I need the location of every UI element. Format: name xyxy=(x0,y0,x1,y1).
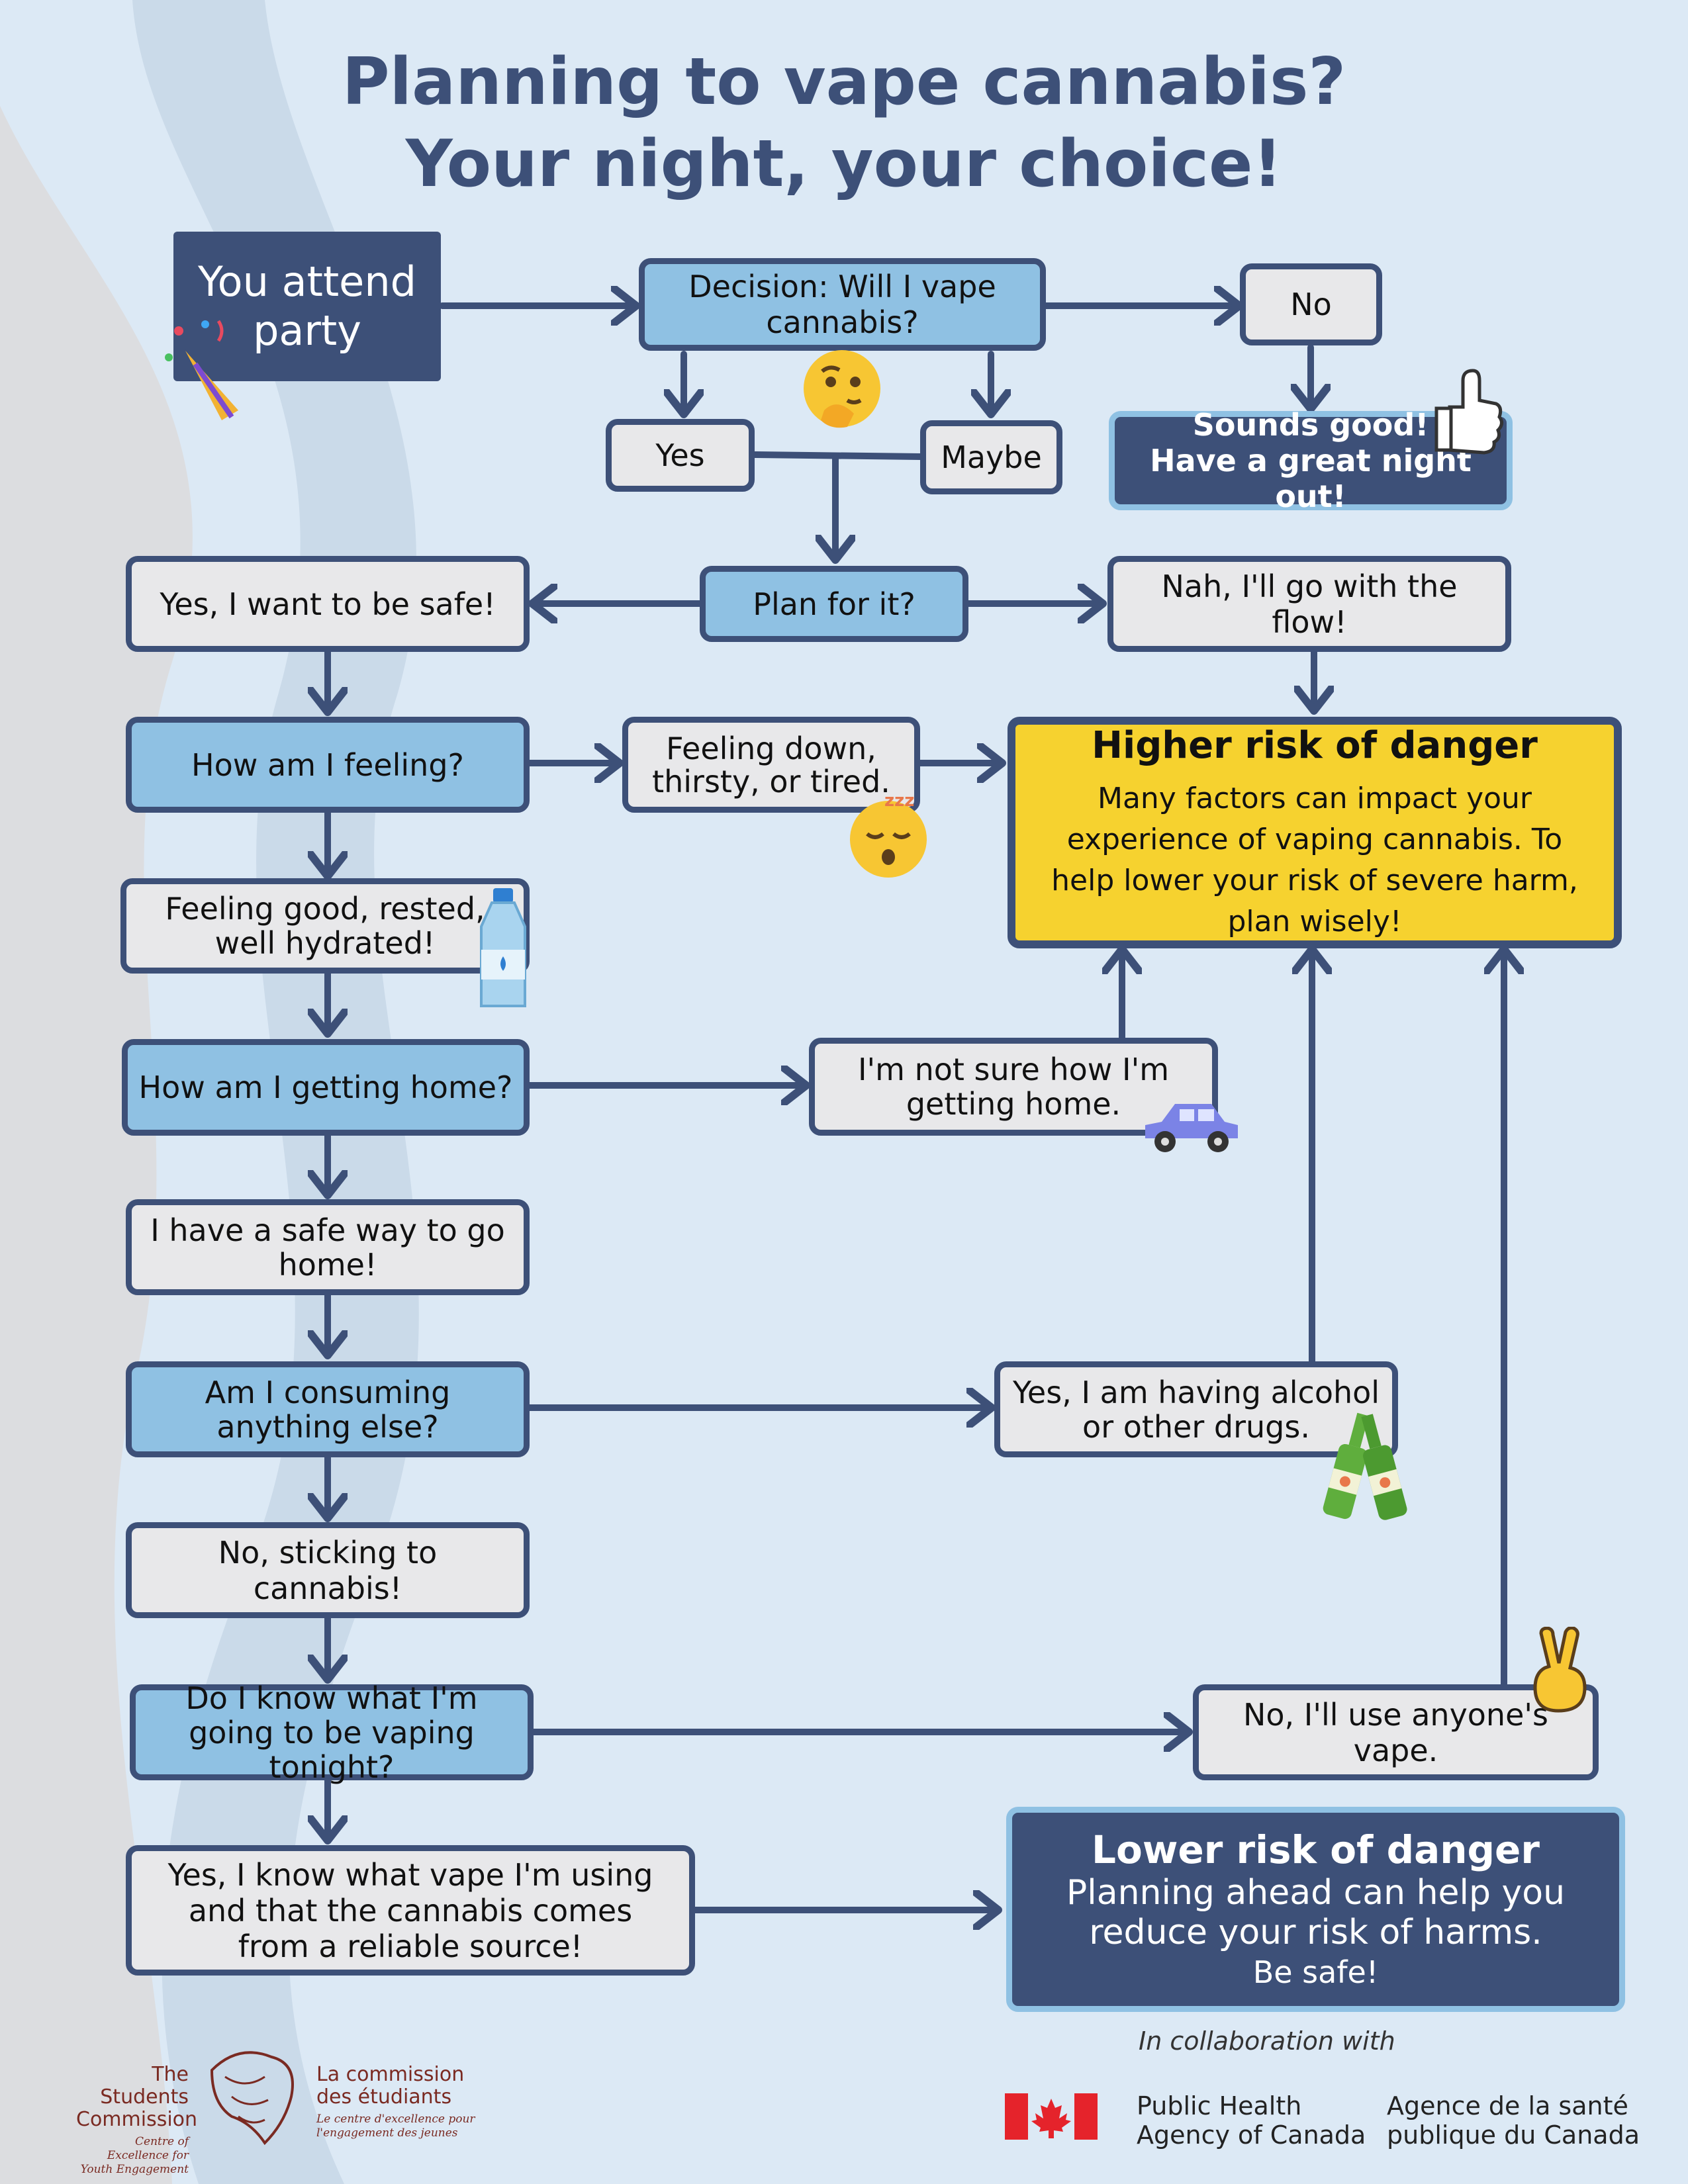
sounds-good-line-1: Sounds good! xyxy=(1192,407,1429,443)
question-know-vape: Do I know what I'm going to be vaping to… xyxy=(130,1681,534,1784)
higher-risk-heading: Higher risk of danger xyxy=(1092,724,1538,767)
option-maybe: Maybe xyxy=(920,420,1062,494)
node-know-vape-yes: Yes, I know what vape I'm using and that… xyxy=(126,1845,695,1976)
decision-node-plan: Plan for it? xyxy=(700,566,968,642)
question-getting-home: How am I getting home? xyxy=(122,1039,530,1136)
students-commission-fr: La commission des étudiants Le centre d'… xyxy=(316,2063,475,2140)
option-no: No xyxy=(1240,263,1382,345)
lower-risk-heading: Lower risk of danger xyxy=(1092,1827,1540,1872)
start-node-attend-party: You attend party xyxy=(173,232,441,381)
collab-label: In collaboration with xyxy=(1139,2026,1395,2056)
students-commission-en: The Students Commission Centre of Excell… xyxy=(76,2063,198,2177)
party-popper-icon xyxy=(165,320,238,420)
lower-risk-body: Planning ahead can help you reduce your … xyxy=(1066,1873,1566,1952)
page-title-line-2: Your night, your choice! xyxy=(405,126,1283,202)
decision-node-vape: Decision: Will I vape cannabis? xyxy=(639,258,1046,351)
node-safe-way-home: I have a safe way to go home! xyxy=(126,1199,530,1295)
water-bottle-icon xyxy=(480,888,526,1007)
node-sticking-cannabis: No, sticking to cannabis! xyxy=(126,1522,530,1618)
students-commission-logo-icon xyxy=(210,2051,294,2146)
outcome-sounds-good: Sounds good! Have a great night out! xyxy=(1109,407,1513,514)
car-icon xyxy=(1145,1104,1238,1152)
thumbs-up-icon xyxy=(1434,369,1503,455)
node-not-sure-home: I'm not sure how I'm getting home. xyxy=(809,1038,1218,1136)
question-consuming: Am I consuming anything else? xyxy=(126,1361,530,1457)
node-go-with-flow: Nah, I'll go with the flow! xyxy=(1107,556,1511,652)
phac-name-en: Public Health Agency of Canada xyxy=(1137,2091,1366,2150)
peace-hand-icon xyxy=(1533,1627,1587,1713)
node-want-safe: Yes, I want to be safe! xyxy=(126,556,530,652)
node-feeling-good: Feeling good, rested, well hydrated! xyxy=(120,878,530,974)
lower-risk-footer: Be safe! xyxy=(1252,1954,1379,1990)
question-feeling: How am I feeling? xyxy=(126,717,530,813)
beer-bottles-icon xyxy=(1323,1412,1407,1520)
node-alcohol-drugs: Yes, I am having alcohol or other drugs. xyxy=(994,1361,1398,1457)
sounds-good-line-2: Have a great night out! xyxy=(1150,443,1472,514)
svg-text:zzz: zzz xyxy=(884,794,914,811)
option-yes: Yes xyxy=(606,419,755,492)
lower-risk-box: Lower risk of danger Planning ahead can … xyxy=(1006,1807,1625,2012)
phac-name-fr: Agence de la santé publique du Canada xyxy=(1387,2091,1640,2150)
canada-flag-icon xyxy=(1005,2093,1098,2140)
thinking-face-icon xyxy=(804,350,880,428)
higher-risk-box: Higher risk of danger Many factors can i… xyxy=(1008,717,1622,948)
node-anyone-vape: No, I'll use anyone's vape. xyxy=(1193,1684,1599,1780)
higher-risk-body: Many factors can impact your experience … xyxy=(1051,782,1578,938)
page-title-line-1: Planning to vape cannabis? xyxy=(342,44,1346,120)
sleepy-face-icon: zzz xyxy=(850,794,927,878)
node-feeling-down: Feeling down, thirsty, or tired. xyxy=(622,717,920,813)
